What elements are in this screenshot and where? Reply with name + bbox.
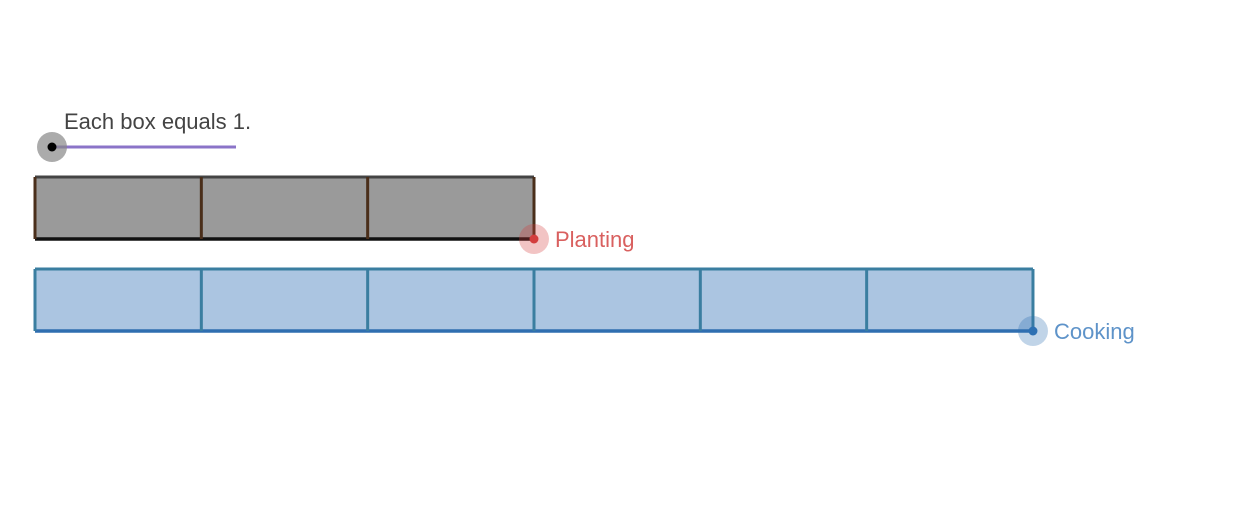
unit-slider-point[interactable] <box>47 142 57 152</box>
cooking-endpoint[interactable] <box>1028 326 1038 336</box>
note-text: Each box equals 1. <box>64 109 252 134</box>
planting-endpoint[interactable] <box>529 234 539 244</box>
cooking-label: Cooking <box>1054 319 1135 344</box>
planting-label: Planting <box>555 227 635 252</box>
planting-bar <box>35 177 534 239</box>
